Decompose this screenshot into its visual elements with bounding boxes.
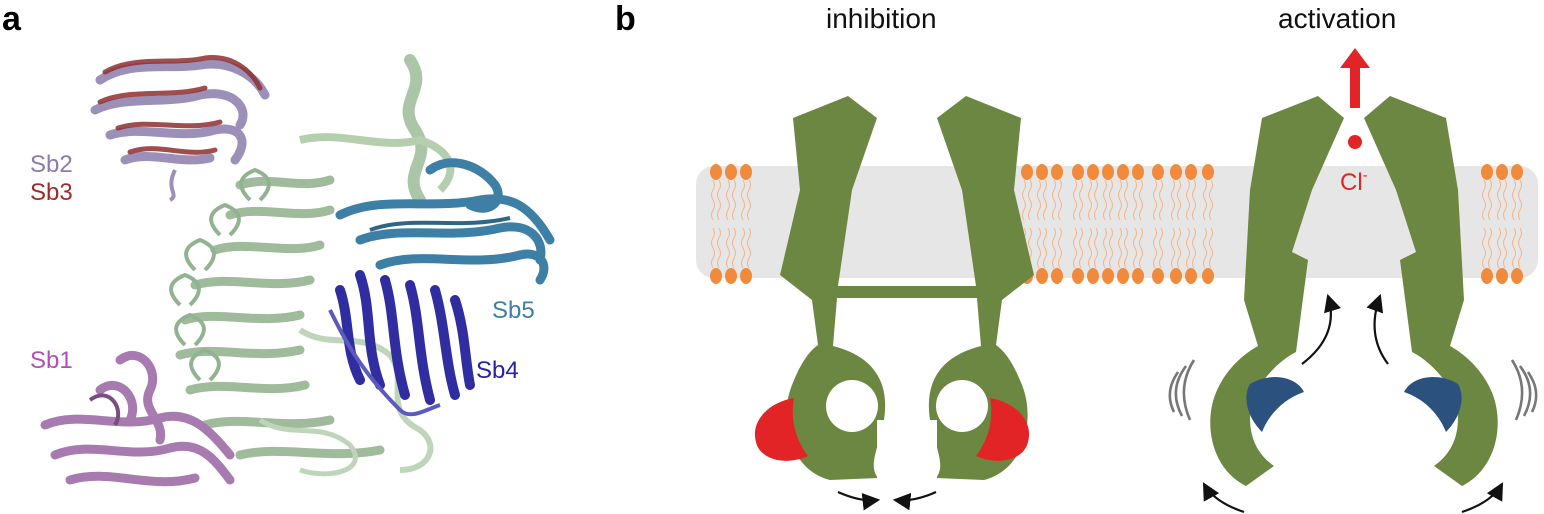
activation-arrow-inner-right [1366,293,1389,365]
sb2-sb3-ribbons [90,55,270,202]
activator-right [1404,377,1462,432]
label-sb3: Sb3 [30,179,73,206]
activation-title: activation [1278,3,1396,34]
sb1-ribbons [40,350,235,487]
panel-b-letter: b [615,0,636,38]
activator-left [1246,377,1304,432]
inhibition-title: inhibition [826,3,937,34]
activation-subunit-left [1210,96,1344,486]
tremor-lines-right [1510,359,1538,421]
inhibition-link-bar [830,286,982,298]
activation-arrow-inner-left [1301,293,1341,365]
inhibition-state [754,96,1034,511]
sb4-ribbons [328,270,475,417]
chloride-ion [1348,135,1362,149]
inhibitor-left [754,398,808,461]
activation-state: Cl- [1168,48,1538,514]
activation-arrow-bottom-left [1202,482,1245,514]
inhibition-arrow-right [892,490,937,511]
ion-flow-arrow-shaft [1350,64,1360,108]
label-sb5: Sb5 [492,297,535,324]
label-sb1: Sb1 [30,347,73,374]
inhibition-arrow-left [837,490,881,511]
chloride-label: Cl- [1340,167,1368,196]
central-protein-ribbon [169,54,455,477]
tremor-lines-left [1168,359,1196,421]
activation-arrow-bottom-right [1461,482,1504,514]
inhibitor-right [976,398,1030,461]
panel-a-letter: a [2,0,22,38]
sb5-ribbons [335,158,555,285]
membrane [696,166,1538,278]
activation-subunit-right [1364,96,1498,486]
ion-flow-arrow-head [1340,48,1370,68]
label-sb4: Sb4 [476,357,519,384]
panel-b: b inhibition activation [615,0,1538,514]
panel-a: a Sb2 [2,0,555,487]
label-sb2: Sb2 [30,151,73,178]
